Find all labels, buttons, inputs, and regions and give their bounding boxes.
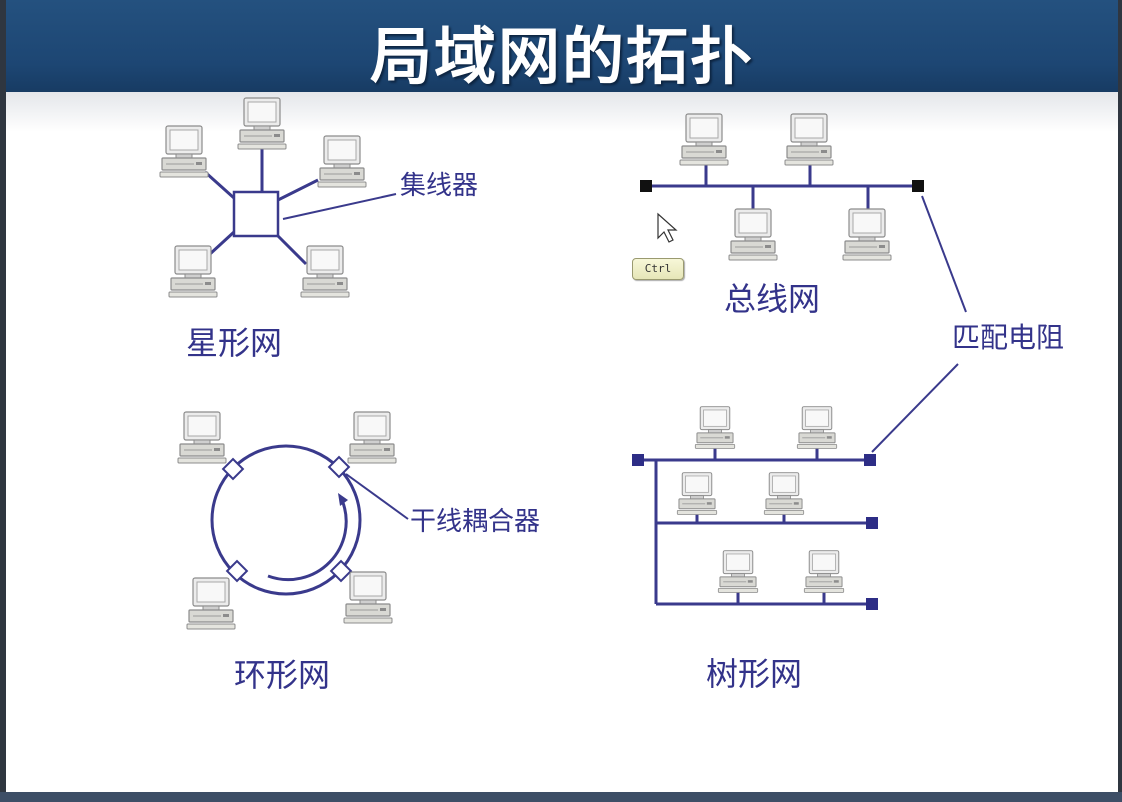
computer-icon bbox=[803, 550, 845, 593]
ring-topology: 干线耦合器 环形网 bbox=[177, 411, 540, 694]
bottom-bar bbox=[0, 792, 1122, 802]
tree-terminator bbox=[632, 454, 644, 466]
bus-terminator bbox=[640, 180, 652, 192]
trunk-coupler bbox=[327, 455, 351, 479]
star-topology: 集线器 星形网 bbox=[159, 97, 478, 362]
coupler-label: 干线耦合器 bbox=[410, 507, 540, 537]
tree-terminator bbox=[866, 517, 878, 529]
computer-icon bbox=[784, 113, 834, 166]
ctrl-key-badge: Ctrl bbox=[632, 258, 684, 280]
computer-icon bbox=[717, 550, 759, 593]
bus-topology-name: 总线网 bbox=[724, 280, 820, 318]
slide-title: 局域网的拓扑 bbox=[369, 20, 754, 93]
tree-topology-name: 树形网 bbox=[706, 655, 802, 693]
computer-icon bbox=[186, 577, 236, 630]
computer-icon bbox=[343, 571, 393, 624]
tree-topology: 树形网 bbox=[632, 406, 878, 693]
slide-content bbox=[6, 92, 1118, 792]
computer-icon bbox=[317, 135, 367, 188]
computer-icon bbox=[676, 472, 718, 515]
trunk-coupler bbox=[329, 559, 353, 583]
slide-header: 局域网的拓扑 bbox=[6, 0, 1118, 93]
computer-icon bbox=[796, 406, 838, 449]
bus-terminator bbox=[912, 180, 924, 192]
star-topology-name: 星形网 bbox=[186, 324, 282, 362]
computer-icon bbox=[842, 208, 892, 261]
computer-icon bbox=[168, 245, 218, 298]
computer-icon bbox=[694, 406, 736, 449]
bus-topology: 总线网 匹配电阻 bbox=[640, 113, 1064, 453]
computer-icon bbox=[300, 245, 350, 298]
ring-topology-name: 环形网 bbox=[234, 656, 330, 694]
computer-icon bbox=[159, 125, 209, 178]
computer-icon bbox=[728, 208, 778, 261]
terminator-label: 匹配电阻 bbox=[952, 321, 1064, 354]
trunk-coupler bbox=[225, 559, 249, 583]
computer-icon bbox=[347, 411, 397, 464]
computer-icon bbox=[177, 411, 227, 464]
computer-icon bbox=[237, 97, 287, 150]
tree-terminator bbox=[866, 598, 878, 610]
tree-terminator bbox=[864, 454, 876, 466]
trunk-coupler bbox=[221, 457, 245, 481]
computer-icon bbox=[679, 113, 729, 166]
computer-icon bbox=[763, 472, 805, 515]
mouse-cursor-icon bbox=[657, 212, 678, 243]
hub-label: 集线器 bbox=[400, 171, 478, 201]
